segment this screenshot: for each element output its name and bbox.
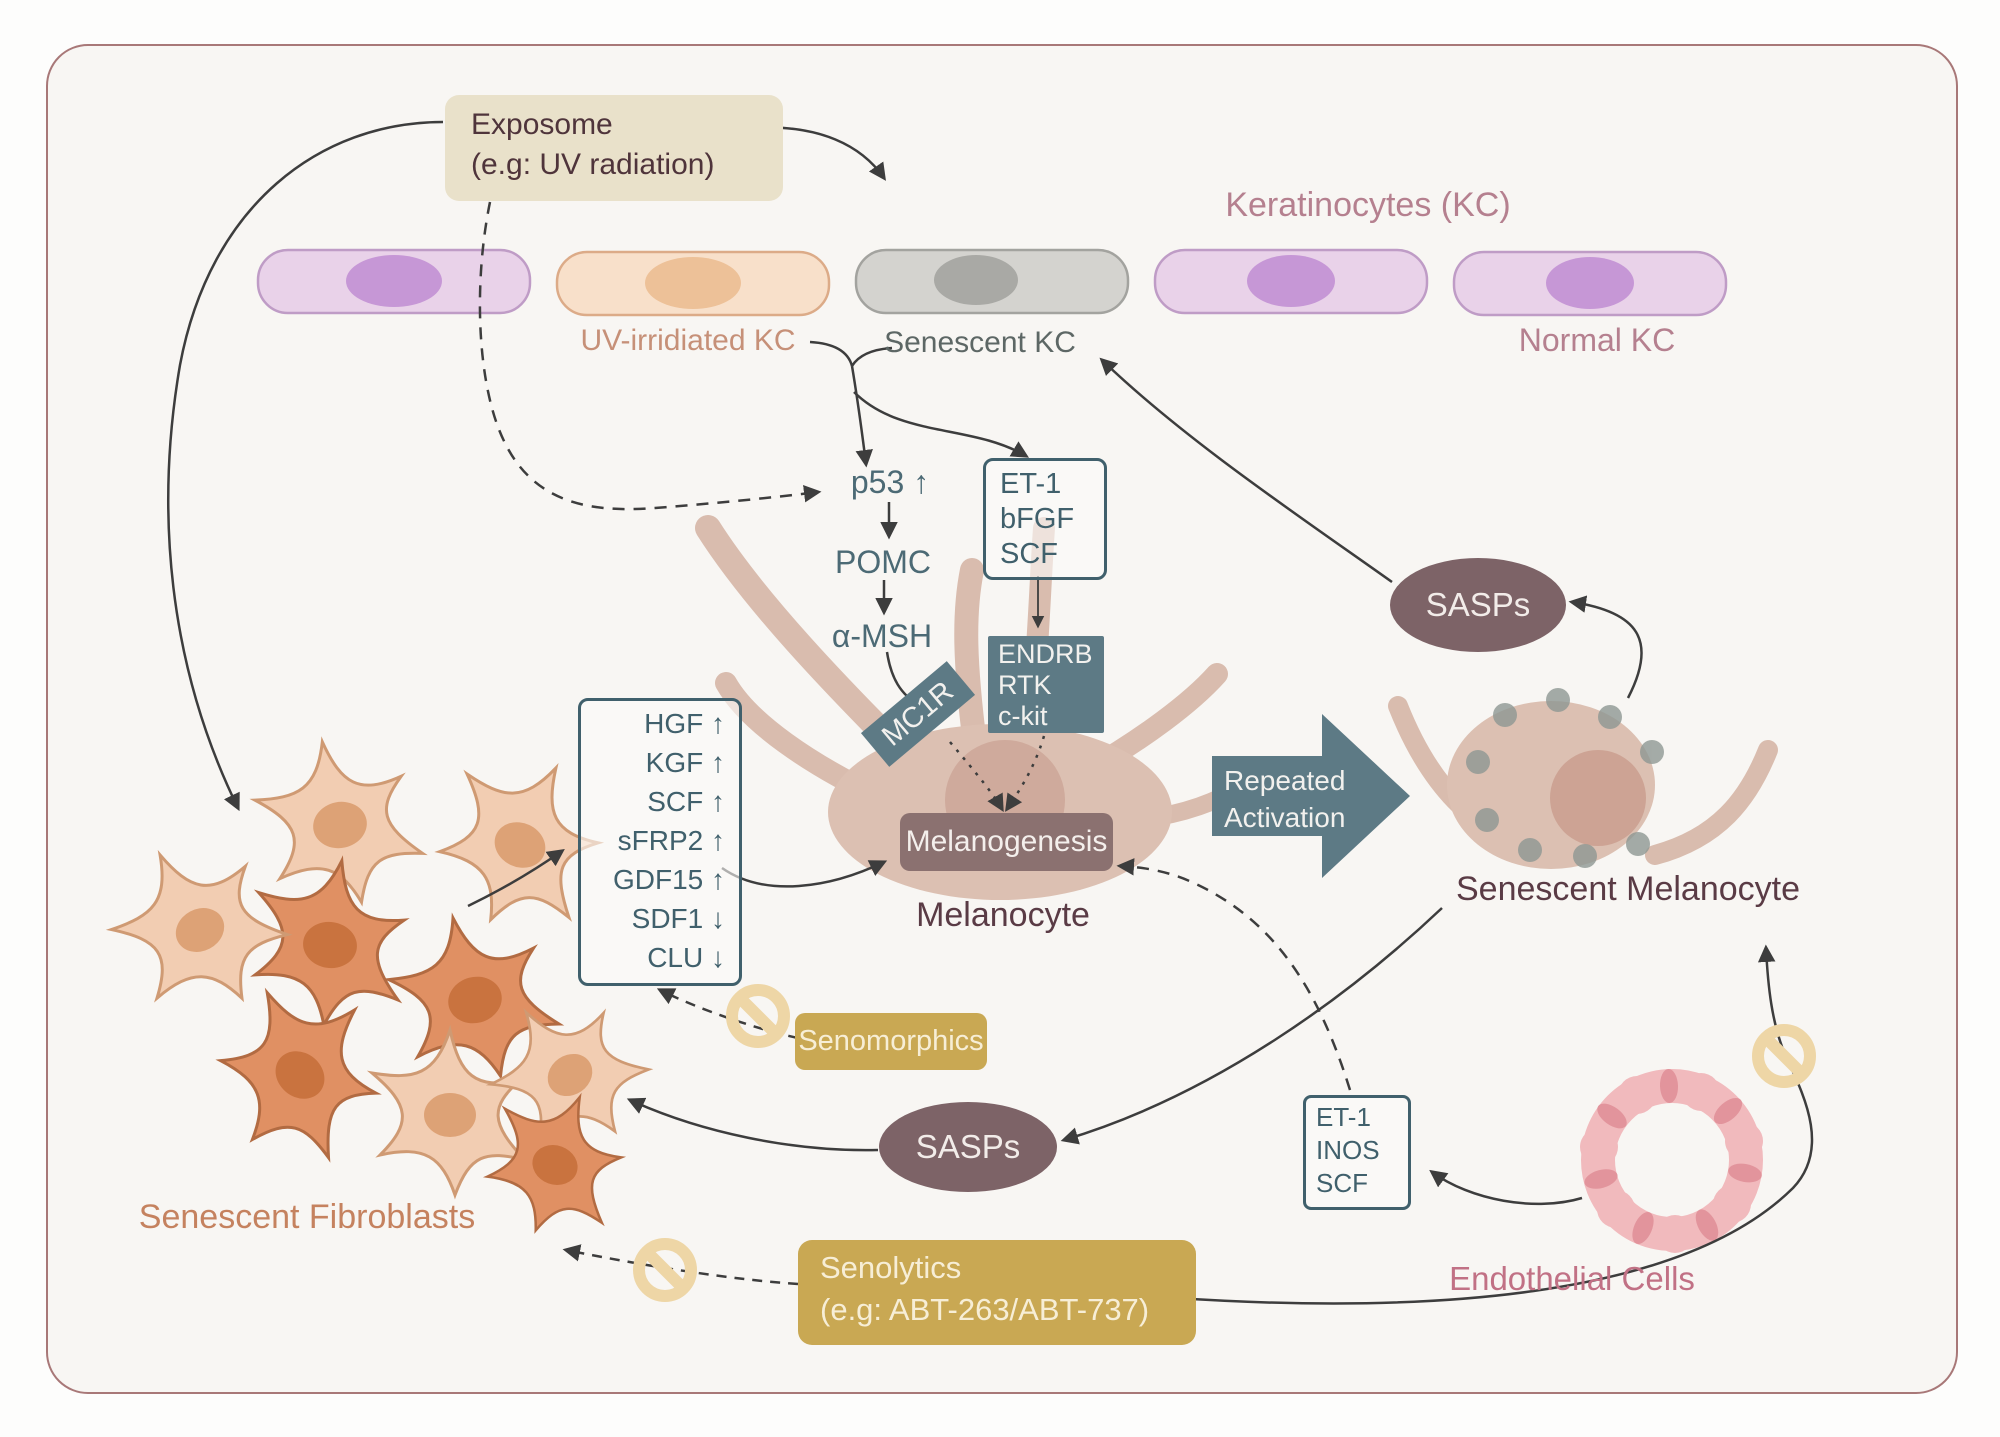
arrow-kc-to-et1-box bbox=[853, 391, 1030, 458]
repeated-activation-line2: Activation bbox=[1224, 802, 1346, 833]
endo-factor-inos: INOS bbox=[1316, 1135, 1380, 1165]
sasps-oval-bottom: SASPs bbox=[879, 1102, 1057, 1192]
arrow-exposome-to-fibroblasts bbox=[167, 120, 444, 812]
arrow-endothelial-to-factors-box bbox=[1429, 1169, 1583, 1206]
endothelial-cells-label: Endothelial Cells bbox=[1449, 1260, 1695, 1297]
amsh-label: α-MSH bbox=[831, 618, 933, 654]
kc-factors-box: ET-1 bFGF SCF bbox=[983, 458, 1107, 580]
endothelial-nuclei bbox=[1584, 1069, 1762, 1245]
prohibition-icon-senomorphics bbox=[732, 990, 784, 1042]
senolytics-line1: Senolytics bbox=[820, 1250, 962, 1285]
factor-sdf1: SDF1 ↓ bbox=[631, 903, 725, 934]
endothelial-factors-box: ET-1 INOS SCF bbox=[1303, 1095, 1411, 1210]
senescent-fibroblast-cluster bbox=[89, 724, 668, 1252]
endo-factor-scf: SCF bbox=[1316, 1168, 1368, 1198]
connector-uv-label bbox=[809, 340, 854, 367]
arrow-sasps-bottom-to-fibroblasts bbox=[626, 1097, 879, 1152]
senescent-kc-label: Senescent KC bbox=[884, 326, 1076, 359]
receptor-rtk: RTK bbox=[998, 670, 1052, 700]
endothelial-cells-ring bbox=[1580, 1069, 1763, 1253]
exposome-line1: Exposome bbox=[471, 108, 613, 141]
arrow-senomorphics-to-hgf-blocked bbox=[656, 988, 799, 1040]
endo-factor-et1: ET-1 bbox=[1316, 1102, 1371, 1132]
exposome-line2: (e.g: UV radiation) bbox=[471, 148, 715, 181]
receptor-endrb: ENDRB bbox=[998, 639, 1093, 669]
kc-factor-bfgf: bFGF bbox=[1000, 503, 1075, 535]
melanogenesis-box: Melanogenesis bbox=[900, 813, 1113, 871]
arrow-senescent-melanocyte-to-sasps-bottom bbox=[1060, 907, 1443, 1145]
senescent-melanocyte-cell bbox=[1388, 688, 1778, 869]
factor-clu: CLU ↓ bbox=[647, 942, 725, 973]
melanocyte-label: Melanocyte bbox=[916, 896, 1090, 934]
fibroblast-factors-box: HGF ↑ KGF ↑ SCF ↑ sFRP2 ↑ GDF15 ↑ SDF1 ↓… bbox=[578, 698, 742, 986]
arrow-sasps-top-to-senescent-kc bbox=[1099, 357, 1393, 584]
receptors-box: ENDRB RTK c-kit bbox=[988, 636, 1104, 733]
factor-scf: SCF ↑ bbox=[647, 786, 725, 817]
repeated-activation-arrow bbox=[1212, 714, 1410, 878]
factor-sfrp2: sFRP2 ↑ bbox=[617, 825, 725, 856]
senolytics-box: Senolytics (e.g: ABT-263/ABT-737) bbox=[798, 1240, 1196, 1345]
keratinocyte-normal-cell-1 bbox=[256, 248, 532, 315]
pomc-label: POMC bbox=[835, 544, 931, 580]
kc-factor-et1: ET-1 bbox=[1000, 468, 1062, 500]
arrow-exposome-to-p53-dashed bbox=[478, 201, 822, 511]
p53-label: p53 ↑ bbox=[850, 464, 930, 500]
keratinocyte-normal-cell-3 bbox=[1452, 250, 1728, 317]
arrow-fibroblasts-to-hgf-box bbox=[467, 848, 565, 908]
arrow-kc-to-p53 bbox=[850, 365, 873, 468]
normal-kc-label: Normal KC bbox=[1518, 322, 1676, 358]
sasps-oval-top: SASPs bbox=[1390, 558, 1566, 652]
senescent-melanocyte-label: Senescent Melanocyte bbox=[1456, 870, 1800, 908]
senolytics-line2: (e.g: ABT-263/ABT-737) bbox=[820, 1292, 1150, 1327]
uv-irradiated-kc-label: UV-irridiated KC bbox=[580, 324, 796, 357]
repeated-activation-line1: Repeated bbox=[1224, 765, 1346, 796]
arrow-senescent-melanocyte-to-sasps-top bbox=[1568, 595, 1643, 699]
prohibition-icon-senolytics-right bbox=[1758, 1030, 1810, 1082]
arrow-endothelial-factors-to-melanogenesis-dashed bbox=[1116, 858, 1352, 1091]
factor-hgf: HGF ↑ bbox=[644, 708, 725, 739]
factor-kgf: KGF ↑ bbox=[645, 747, 725, 778]
connector-senescent-label bbox=[850, 346, 893, 367]
keratinocyte-uv-cell bbox=[555, 250, 831, 317]
arrow-senolytics-to-senescent-melanocyte-blocked bbox=[1175, 944, 1814, 1305]
factor-gdf15: GDF15 ↑ bbox=[612, 864, 725, 895]
exposome-box: Exposome (e.g: UV radiation) bbox=[445, 95, 783, 201]
senescence-granules bbox=[1466, 688, 1664, 868]
keratinocytes-title: Keratinocytes (KC) bbox=[1225, 186, 1511, 224]
senescent-fibroblasts-label: Senescent Fibroblasts bbox=[138, 1198, 476, 1236]
arrow-hgf-box-to-melanogenesis bbox=[721, 860, 888, 888]
receptor-ckit: c-kit bbox=[998, 701, 1048, 731]
kc-factor-scf: SCF bbox=[1000, 538, 1058, 570]
keratinocyte-senescent-cell bbox=[854, 248, 1130, 315]
keratinocyte-normal-cell-2 bbox=[1153, 248, 1429, 315]
senomorphics-box: Senomorphics bbox=[795, 1013, 987, 1070]
arrow-mc1r-to-melanogenesis bbox=[949, 741, 1004, 813]
arrow-endrb-to-melanogenesis bbox=[1005, 735, 1046, 812]
repeated-activation-label: Repeated Activation bbox=[1224, 762, 1345, 836]
